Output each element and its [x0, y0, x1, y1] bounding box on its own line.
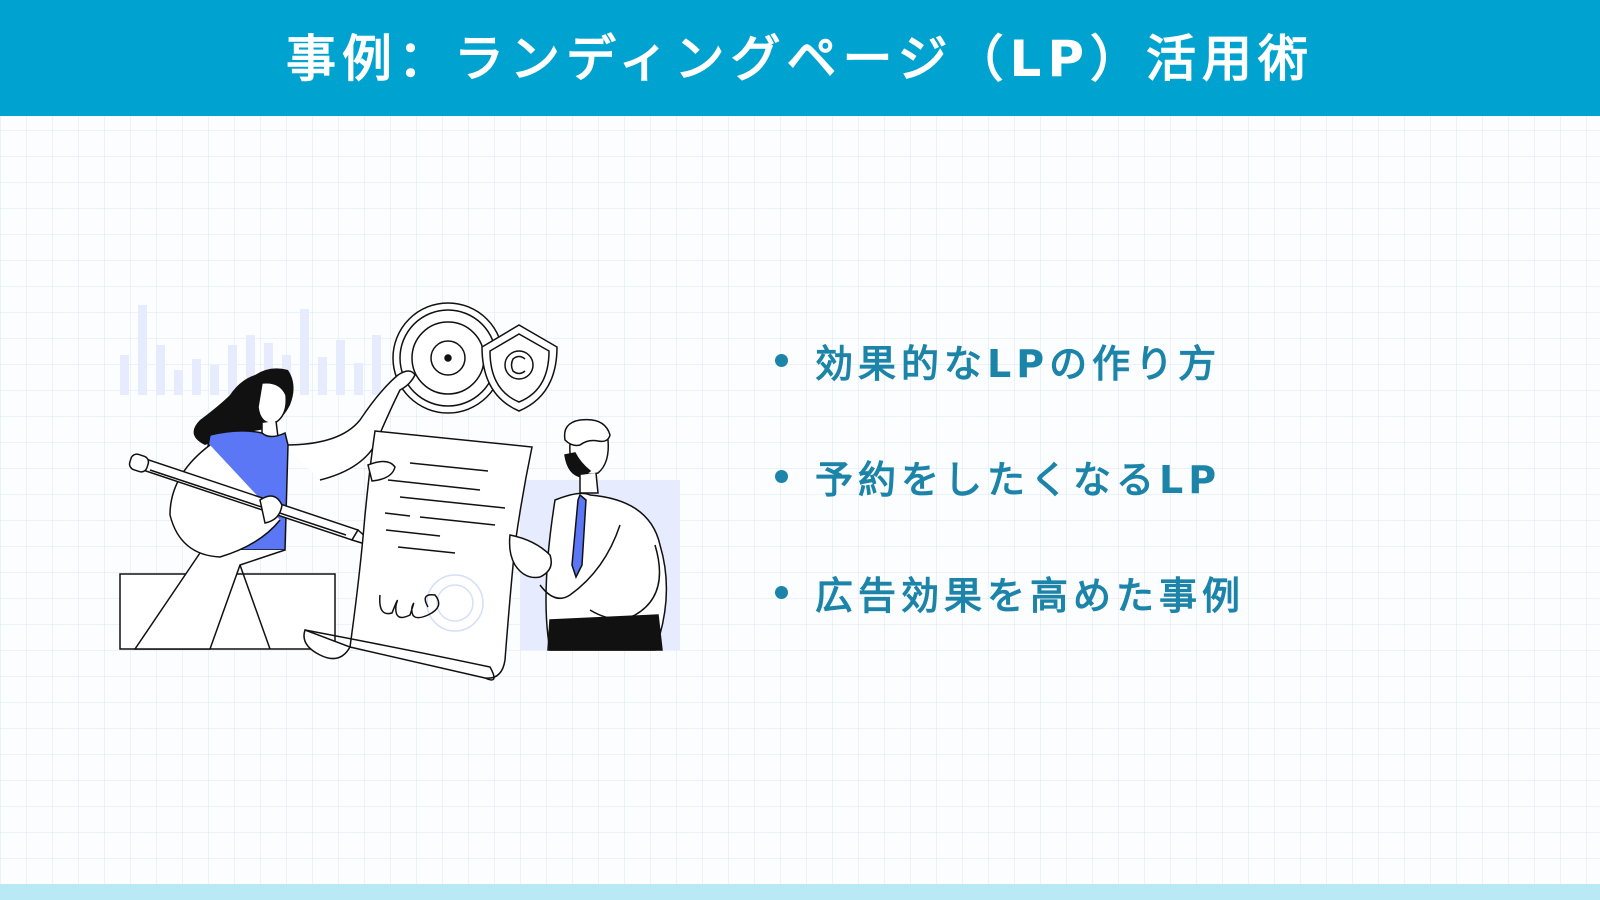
page-title: 事例：ランディングページ（LP）活用術 [285, 30, 1314, 88]
contract-illustration [110, 295, 710, 699]
bullet-item-ad-case: 広告効果を高めた事例 [775, 564, 1245, 620]
bullet-text: 予約をしたくなるLP [815, 457, 1222, 502]
bullet-list: 効果的なLPの作り方 予約をしたくなるLP 広告効果を高めた事例 [775, 332, 1245, 680]
bullet-item-lp-design: 効果的なLPの作り方 [775, 332, 1245, 388]
footer-bar [0, 884, 1600, 900]
bullet-dot-icon [775, 585, 788, 599]
bullet-text: 広告効果を高めた事例 [815, 573, 1246, 618]
signature-icon [379, 594, 440, 619]
contract-scroll-icon [303, 430, 533, 681]
bullet-item-reservation-lp: 予約をしたくなるLP [775, 448, 1245, 504]
bullet-dot-icon [775, 469, 788, 483]
header-bar: 事例：ランディングページ（LP）活用術 [0, 0, 1600, 116]
bullet-dot-icon [775, 353, 788, 367]
copyright-shield-icon [481, 324, 558, 412]
gear-disc-icon [392, 302, 504, 414]
bullet-text: 効果的なLPの作り方 [815, 341, 1222, 386]
